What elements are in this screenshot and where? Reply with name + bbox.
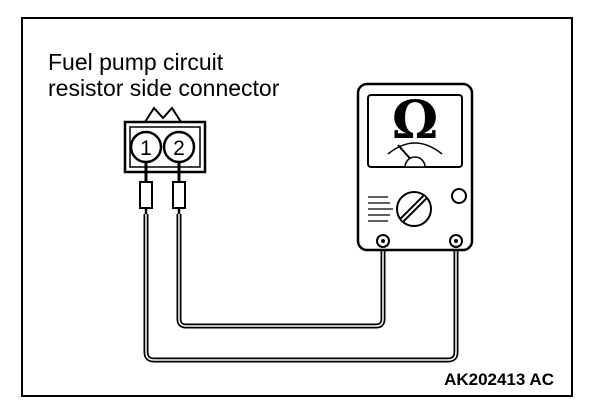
meter-jack-right bbox=[449, 234, 463, 248]
probe-1 bbox=[139, 162, 153, 214]
lead-wire-pin-2 bbox=[176, 214, 386, 329]
ohm-symbol-icon: Ω bbox=[392, 90, 438, 151]
zero-adjust-knob-icon bbox=[451, 188, 467, 204]
meter-jack-left bbox=[376, 234, 390, 248]
ohmmeter: Ω bbox=[356, 82, 474, 252]
resistor-side-connector: 1 2 bbox=[123, 106, 207, 174]
range-markings bbox=[368, 196, 393, 222]
figure-reference-code: AK202413 AC bbox=[444, 370, 554, 389]
caption-line-2: resistor side connector bbox=[48, 75, 280, 101]
probe-2 bbox=[172, 162, 186, 214]
caption-line-1: Fuel pump circuit bbox=[48, 49, 224, 75]
pin-2-label: 2 bbox=[173, 137, 185, 160]
lead-wire-pin-1 bbox=[143, 214, 459, 363]
pin-1-label: 1 bbox=[140, 137, 152, 160]
meter-pivot bbox=[404, 156, 426, 168]
diagram-frame bbox=[21, 17, 573, 397]
range-selector-knob-icon bbox=[396, 191, 432, 227]
meter-scale-arc bbox=[387, 142, 443, 155]
